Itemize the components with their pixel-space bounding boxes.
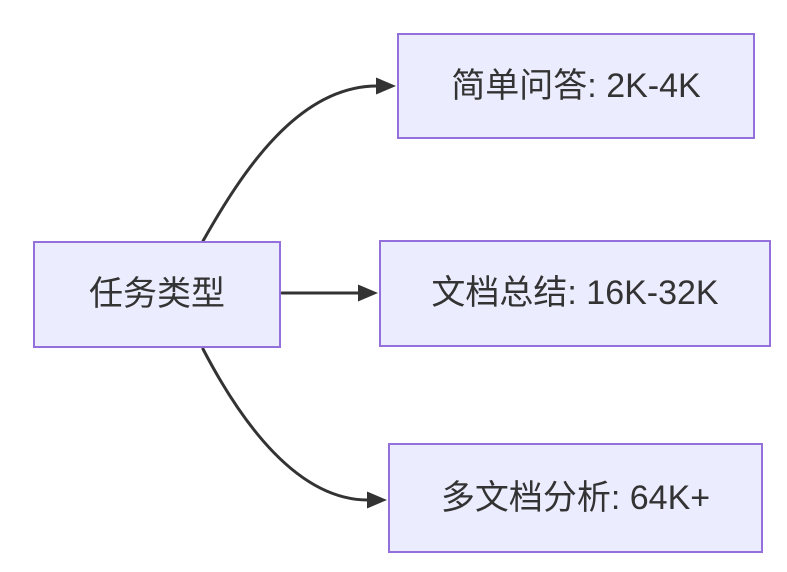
edge-task-type-to-multi-doc-analysis bbox=[201, 347, 387, 509]
edge-line-simple-qa bbox=[201, 84, 379, 243]
edge-line-multi-doc-analysis bbox=[201, 347, 370, 502]
node-task-type-label: 任务类型 bbox=[89, 275, 225, 314]
node-multi-doc-analysis: 多文档分析: 64K+ bbox=[388, 443, 763, 553]
arrowhead-multi-doc-analysis-icon bbox=[367, 491, 387, 509]
node-task-type: 任务类型 bbox=[33, 241, 281, 348]
node-doc-summary: 文档总结: 16K-32K bbox=[379, 240, 771, 347]
edge-task-type-to-simple-qa bbox=[201, 77, 396, 243]
node-multi-doc-analysis-label: 多文档分析: 64K+ bbox=[440, 478, 711, 517]
edge-task-type-to-doc-summary bbox=[280, 284, 378, 302]
node-simple-qa-label: 简单问答: 2K-4K bbox=[451, 66, 701, 105]
arrowhead-simple-qa-icon bbox=[376, 77, 396, 95]
node-simple-qa: 简单问答: 2K-4K bbox=[397, 33, 755, 139]
arrowhead-doc-summary-icon bbox=[358, 284, 378, 302]
node-doc-summary-label: 文档总结: 16K-32K bbox=[431, 274, 719, 313]
